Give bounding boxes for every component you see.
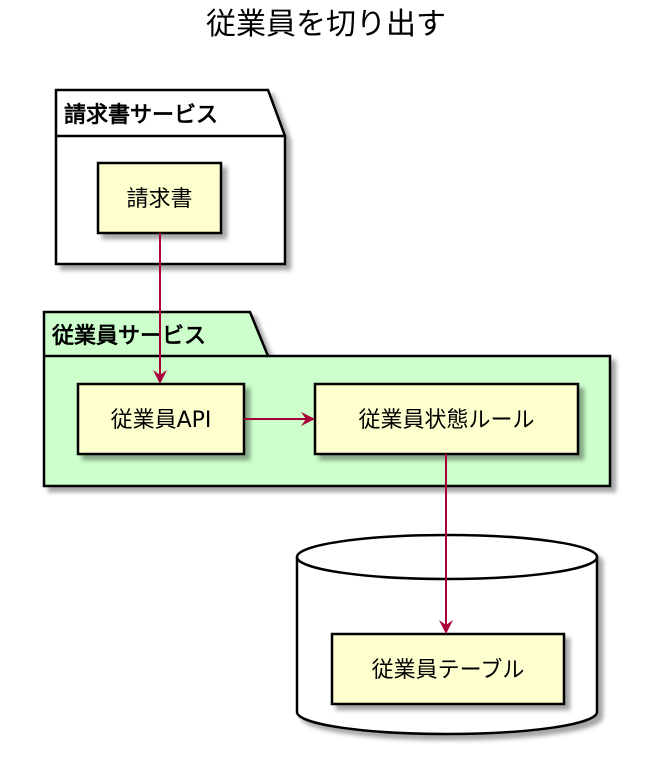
component-employee-table[interactable] xyxy=(330,632,566,706)
diagram-title: 従業員を切り出す xyxy=(206,7,446,42)
component-invoice-label: 請求書 xyxy=(126,187,192,212)
component-employee-table-label: 従業員テーブル xyxy=(372,658,525,683)
component-invoice[interactable] xyxy=(96,161,223,235)
package-invoice-service-label: 請求書サービス xyxy=(64,102,218,128)
component-employee-api-label: 従業員API xyxy=(111,408,212,433)
component-employee-status-rule[interactable] xyxy=(313,382,580,456)
component-employee-api[interactable] xyxy=(76,382,246,456)
component-employee-status-rule-label: 従業員状態ルール xyxy=(358,408,534,433)
package-employee-service-label: 従業員サービス xyxy=(51,323,206,349)
